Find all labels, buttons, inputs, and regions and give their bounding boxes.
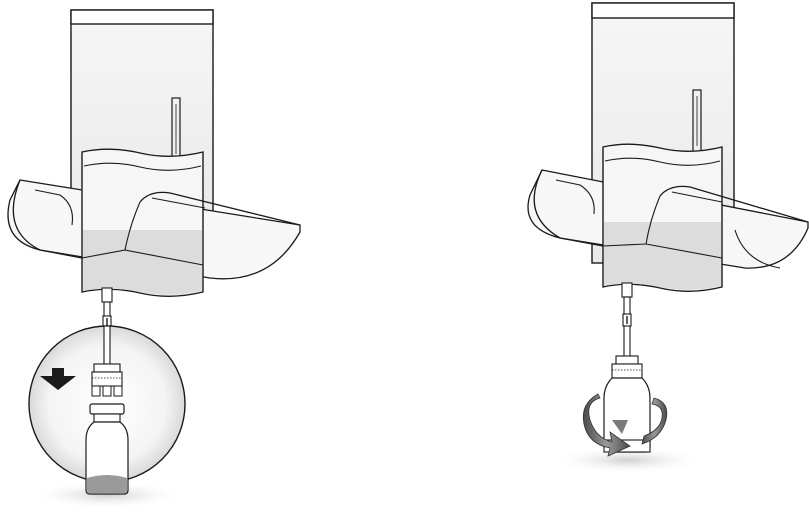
ground-shadow	[550, 446, 706, 474]
twist-arrow-icon	[582, 393, 668, 457]
iv-bag	[602, 143, 723, 292]
iv-bag	[81, 148, 204, 297]
bag-port	[621, 282, 633, 358]
magnified-view	[28, 325, 186, 495]
curved-tray-front	[533, 169, 809, 269]
vial-adapter	[91, 363, 123, 397]
bag-liquid	[83, 230, 202, 295]
vial	[85, 403, 129, 495]
bag-liquid	[604, 222, 721, 290]
panel-step-2	[527, 2, 809, 474]
bag-hanger-loop	[171, 97, 181, 161]
vial-liquid	[87, 475, 127, 493]
push-down-arrow-icon	[40, 368, 76, 390]
bag-hanger-loop	[692, 89, 702, 153]
vial-adapter	[611, 355, 643, 379]
curved-tray-front	[12, 179, 301, 266]
panel-step-1	[7, 9, 301, 509]
ground-shadow	[29, 481, 185, 509]
